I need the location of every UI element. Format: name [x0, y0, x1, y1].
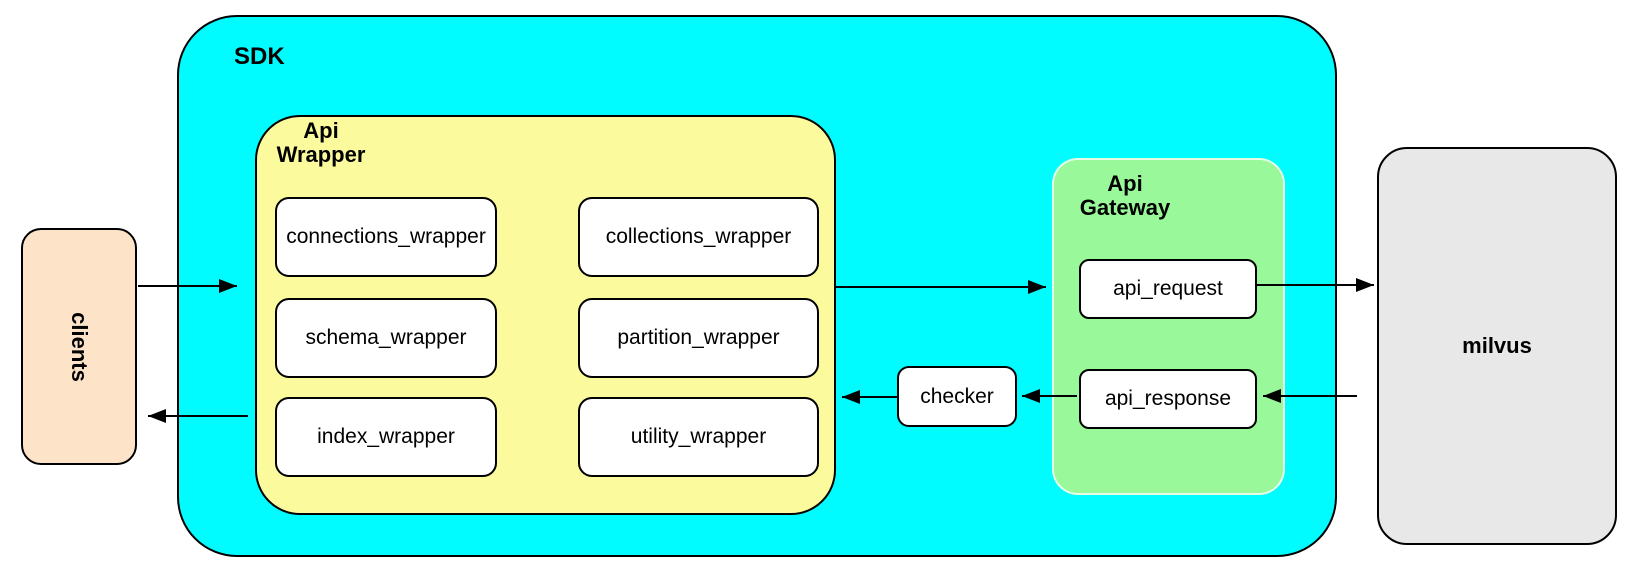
node-index-wrapper[interactable]: index_wrapper	[275, 397, 497, 477]
api-gateway-label-line1: Api	[1107, 171, 1143, 196]
api-wrapper-label: Api Wrapper	[265, 119, 377, 167]
node-connections-wrapper-label: connections_wrapper	[286, 225, 486, 248]
node-collections-wrapper[interactable]: collections_wrapper	[578, 197, 819, 277]
node-collections-wrapper-label: collections_wrapper	[605, 225, 792, 248]
api-gateway-container[interactable]: Api Gateway api_request api_response	[1052, 158, 1285, 495]
node-index-wrapper-label: index_wrapper	[317, 425, 455, 448]
node-api-request[interactable]: api_request	[1079, 259, 1257, 319]
clients-label: clients	[66, 311, 92, 382]
api-gateway-label-line2: Gateway	[1079, 195, 1171, 220]
milvus-label: milvus	[1462, 333, 1532, 358]
node-checker-label: checker	[920, 384, 994, 408]
api-gateway-label: Api Gateway	[1066, 172, 1184, 220]
node-checker[interactable]: checker	[897, 366, 1017, 427]
node-partition-wrapper[interactable]: partition_wrapper	[578, 298, 819, 378]
milvus-node[interactable]: milvus	[1377, 147, 1617, 545]
node-connections-wrapper[interactable]: connections_wrapper	[275, 197, 497, 277]
node-api-response-label: api_response	[1104, 387, 1232, 410]
node-utility-wrapper[interactable]: utility_wrapper	[578, 397, 819, 477]
node-partition-wrapper-label: partition_wrapper	[617, 326, 780, 349]
api-wrapper-container[interactable]: Api Wrapper connections_wrapper collecti…	[255, 115, 836, 515]
node-schema-wrapper[interactable]: schema_wrapper	[275, 298, 497, 378]
node-utility-wrapper-label: utility_wrapper	[630, 425, 767, 448]
clients-node[interactable]: clients	[21, 228, 137, 465]
api-wrapper-label-line1: Api	[303, 118, 339, 143]
node-api-response[interactable]: api_response	[1079, 369, 1257, 429]
api-wrapper-label-line2: Wrapper	[276, 142, 366, 167]
sdk-label: SDK	[234, 43, 285, 70]
node-schema-wrapper-label: schema_wrapper	[305, 326, 467, 349]
node-api-request-label: api_request	[1113, 277, 1223, 300]
